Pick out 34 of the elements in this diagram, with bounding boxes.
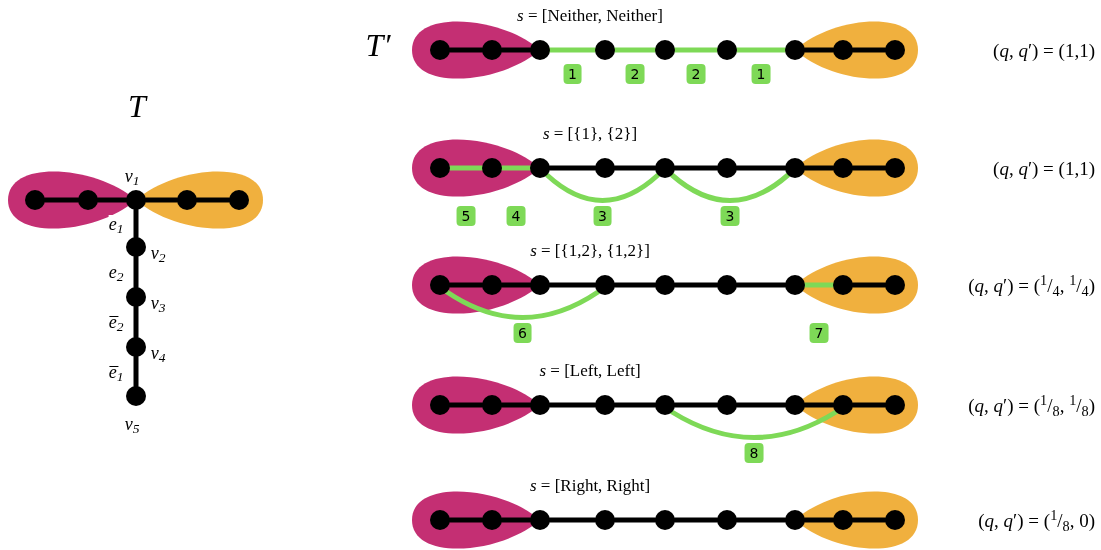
edge-label: 3 bbox=[720, 206, 740, 226]
edge-label: 2 bbox=[625, 64, 645, 84]
state-label: s = [{1,2}, {1,2}] bbox=[530, 241, 650, 259]
vertex-label: v$_{3}$ bbox=[150, 294, 166, 312]
vertex-label: v$_{5}$ bbox=[124, 415, 140, 433]
state-label: s = [Neither, Neither] bbox=[517, 6, 663, 24]
edge-label: 5 bbox=[456, 206, 476, 226]
edge-label: 4 bbox=[506, 206, 526, 226]
state-label: s = [{1}, {2}] bbox=[542, 124, 638, 142]
vertex-label: v$_{2}$ bbox=[150, 244, 166, 262]
arc-edge bbox=[669, 172, 791, 203]
edge-label: 1 bbox=[563, 64, 582, 84]
edge-label: 8 bbox=[744, 443, 764, 463]
probability-label: (q, q′) = ($^{1}$/$_{8}$, $^{1}$/$_{8}$) bbox=[968, 395, 1095, 415]
probability-label: (q, q′) = ($^{1}$/$_{4}$, $^{1}$/$_{4}$) bbox=[968, 275, 1095, 295]
state-label: s = [Left, Left] bbox=[539, 361, 641, 379]
tree-title: T′ bbox=[365, 29, 391, 61]
probability-label: (q, q′) = (1,1) bbox=[993, 40, 1095, 60]
arc-edge bbox=[444, 289, 601, 320]
probability-label: (q, q′) = (1,1) bbox=[993, 158, 1095, 178]
arc-edge bbox=[669, 409, 839, 440]
edge-label: e̅$_{2}$ bbox=[108, 313, 124, 331]
probability-label: (q, q′) = ($^{1}$/$_{8}$, 0) bbox=[978, 510, 1095, 530]
edge-label: 2 bbox=[686, 64, 706, 84]
vertex-label: v$_{1}$ bbox=[124, 167, 140, 185]
edge-label: 6 bbox=[513, 323, 532, 343]
state-label: s = [Right, Right] bbox=[529, 476, 651, 494]
arc-edge bbox=[544, 172, 661, 203]
edge-label: e$_{1}$ bbox=[108, 214, 124, 233]
edge-label: 3 bbox=[593, 206, 612, 226]
tree-title: T bbox=[128, 90, 146, 122]
vertex-label: v$_{4}$ bbox=[150, 344, 166, 362]
edge-label: 1 bbox=[751, 64, 771, 84]
edge-label: 7 bbox=[809, 323, 829, 343]
